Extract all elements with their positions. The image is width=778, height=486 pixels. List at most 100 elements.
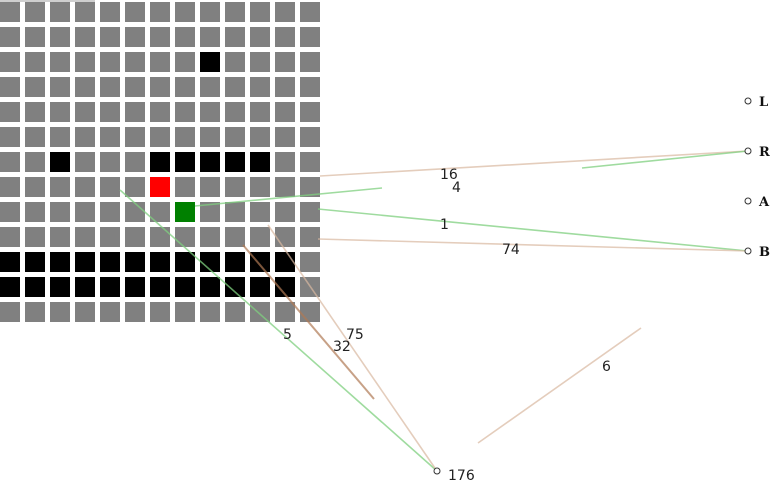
grid-cell-empty [275, 202, 295, 222]
grid-cell-empty [150, 27, 170, 47]
grid-cell-empty [25, 27, 45, 47]
grid-cell-empty [275, 77, 295, 97]
grid-cell-empty [300, 227, 320, 247]
grid-cell-empty [300, 52, 320, 72]
node-count[interactable] [433, 467, 441, 475]
grid-cell-empty [275, 302, 295, 322]
grid-cell-empty [175, 77, 195, 97]
grid-cell-wall [225, 277, 245, 297]
grid-cell-empty [275, 2, 295, 22]
grid-cell-empty [25, 77, 45, 97]
grid-cell-empty [0, 77, 20, 97]
grid-cell-empty [50, 127, 70, 147]
grid-cell-wall [200, 252, 220, 272]
grid-cell-empty [100, 152, 120, 172]
grid-cell-wall [125, 277, 145, 297]
grid-cell-empty [300, 177, 320, 197]
edge-line-e6 [477, 327, 642, 444]
grid-cell-empty [125, 52, 145, 72]
grid-cell-empty [150, 52, 170, 72]
grid-cell-empty [150, 302, 170, 322]
node-L[interactable] [744, 97, 752, 105]
grid-cell-empty [150, 127, 170, 147]
grid-cell-empty [150, 202, 170, 222]
node-B[interactable] [744, 247, 752, 255]
grid-cell-wall [100, 252, 120, 272]
node-R[interactable] [744, 147, 752, 155]
grid-cell-empty [50, 77, 70, 97]
grid-cell-wall [225, 252, 245, 272]
node-A[interactable] [744, 197, 752, 205]
node-label-count: 176 [448, 468, 475, 484]
grid-cell-wall [250, 252, 270, 272]
grid-cell-empty [250, 52, 270, 72]
grid-cell-empty [250, 127, 270, 147]
grid-cell-wall [100, 277, 120, 297]
grid-cell-empty [225, 77, 245, 97]
grid-cell-empty [300, 202, 320, 222]
grid-cell-empty [250, 177, 270, 197]
goal-cell [175, 202, 195, 222]
grid-cell-empty [50, 2, 70, 22]
grid-cell-empty [75, 202, 95, 222]
grid-cell-empty [125, 202, 145, 222]
grid-cell-empty [0, 227, 20, 247]
grid-cell-empty [100, 52, 120, 72]
grid-cell-empty [100, 102, 120, 122]
grid-cell-empty [275, 227, 295, 247]
grid-cell-wall [75, 252, 95, 272]
grid-cell-empty [50, 227, 70, 247]
grid-cell-empty [150, 2, 170, 22]
grid-cell-wall [75, 277, 95, 297]
edge-line-e74 [317, 238, 749, 252]
grid-cell-empty [300, 27, 320, 47]
edge-label-e1: 1 [440, 217, 449, 233]
edge-line-e1 [317, 208, 749, 252]
edge-line-e16 [319, 150, 749, 177]
grid-cell-wall [175, 252, 195, 272]
grid-cell-empty [275, 127, 295, 147]
grid-cell-empty [200, 227, 220, 247]
grid-cell-empty [0, 127, 20, 147]
grid-cell-wall [200, 277, 220, 297]
grid-cell-empty [300, 77, 320, 97]
node-label-R: R [759, 145, 770, 160]
grid-cell-empty [250, 2, 270, 22]
grid-cell-empty [300, 102, 320, 122]
grid-cell-empty [275, 152, 295, 172]
grid-cell-empty [75, 177, 95, 197]
grid-cell-empty [25, 2, 45, 22]
grid-cell-empty [125, 27, 145, 47]
grid-board [0, 0, 325, 325]
grid-cell-empty [250, 102, 270, 122]
grid-cell-empty [125, 302, 145, 322]
grid-cell-wall [50, 152, 70, 172]
grid-cell-empty [100, 202, 120, 222]
grid-cell-empty [50, 52, 70, 72]
top-edge-line [0, 0, 95, 2]
grid-cell-empty [0, 2, 20, 22]
node-label-B: B [759, 245, 770, 260]
edge-label-e6: 6 [602, 359, 611, 375]
grid-cell-empty [175, 227, 195, 247]
grid-cell-empty [125, 102, 145, 122]
grid-cell-empty [225, 302, 245, 322]
grid-cell-wall [0, 277, 20, 297]
grid-cell-empty [225, 127, 245, 147]
grid-cell-empty [25, 302, 45, 322]
grid-cell-empty [150, 227, 170, 247]
grid-cell-empty [50, 202, 70, 222]
grid-cell-empty [0, 302, 20, 322]
grid-cell-empty [50, 27, 70, 47]
grid-cell-empty [175, 302, 195, 322]
grid-cell-empty [125, 2, 145, 22]
grid-cell-empty [275, 177, 295, 197]
grid-cell-empty [75, 127, 95, 147]
grid-cell-empty [125, 127, 145, 147]
grid-cell-wall [150, 252, 170, 272]
grid-cell-empty [300, 152, 320, 172]
grid-cell-empty [50, 102, 70, 122]
grid-cell-empty [100, 2, 120, 22]
grid-cell-empty [25, 102, 45, 122]
node-label-L: L [759, 95, 768, 110]
